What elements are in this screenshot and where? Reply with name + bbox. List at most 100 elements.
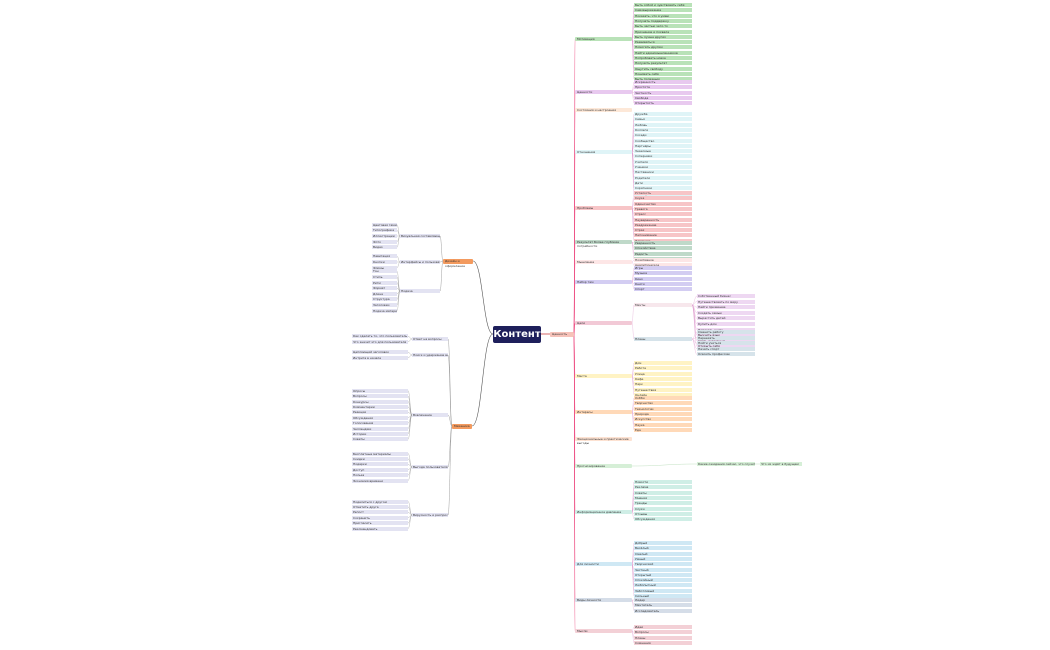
left-group-item[interactable]: Реакции <box>352 410 408 415</box>
left-group-node[interactable]: Ответ на вопросы <box>412 337 448 341</box>
left-group-node[interactable]: Подача <box>400 289 440 293</box>
category-item[interactable]: Развиваться <box>634 40 692 45</box>
category-node[interactable]: Отношения <box>575 150 632 154</box>
category-item[interactable]: Раздражение <box>634 222 692 227</box>
category-item[interactable]: Коллеги <box>634 127 692 132</box>
left-group-item[interactable]: Советы <box>352 437 408 442</box>
category-item[interactable]: Искренность <box>634 80 692 84</box>
category-item[interactable]: Спорт <box>634 287 692 292</box>
left-hub-design[interactable]: Дизайн и оформление <box>443 259 473 268</box>
category-item[interactable]: Новости <box>634 480 692 484</box>
category-node[interactable]: Набор тем <box>575 280 632 284</box>
category-item[interactable]: Самовыражение <box>634 8 692 13</box>
category-item[interactable]: Реклама <box>634 485 692 490</box>
category-item[interactable]: Лидер <box>634 598 692 602</box>
category-item[interactable]: Обсуждения <box>634 517 692 522</box>
category-item[interactable]: Музыка <box>634 271 692 276</box>
category-item[interactable]: Наставники <box>634 170 692 175</box>
left-group-item[interactable]: Тон <box>372 269 397 274</box>
category-item[interactable]: Кафе <box>634 376 692 381</box>
left-group-item[interactable]: Конкурсы <box>352 399 408 404</box>
goals-dream-item[interactable]: Вырастить детей <box>697 316 755 321</box>
category-item[interactable]: Вопросы <box>634 630 692 635</box>
category-item[interactable]: Спокойный <box>634 578 692 583</box>
forecast-tail[interactable]: Что их ждёт в будущем <box>760 462 802 466</box>
category-item[interactable]: Ощутить свободу <box>634 66 692 71</box>
category-item[interactable]: Получить результат <box>634 61 692 66</box>
category-item[interactable]: Соседи <box>634 133 692 138</box>
category-item[interactable]: Наука <box>634 422 692 427</box>
left-group-item[interactable]: Поделиться с другом <box>352 499 408 504</box>
category-item[interactable]: Еда <box>634 427 692 432</box>
goals-plan-item[interactable]: Сменить работу <box>697 330 755 334</box>
category-item[interactable]: Свобода <box>634 95 692 100</box>
category-node[interactable]: Прогнозирование <box>575 464 632 468</box>
left-group-item[interactable]: Цветовая гамма <box>372 222 397 227</box>
category-item[interactable]: Ученики <box>634 165 692 169</box>
category-item[interactable]: Усталость <box>634 191 692 195</box>
category-item[interactable]: Спокойствие <box>634 246 692 251</box>
category-item[interactable]: Хобби <box>634 396 692 400</box>
category-node[interactable]: Для личности <box>575 562 632 566</box>
category-item[interactable]: Неуверенность <box>634 217 692 222</box>
category-item[interactable]: Дружба <box>634 112 692 116</box>
category-item[interactable]: Идеи <box>634 625 692 629</box>
category-item[interactable]: Аналитическое <box>634 263 692 268</box>
category-item[interactable]: Дом <box>634 361 692 365</box>
left-group-node[interactable]: Интерфейсы и пользовательский опыт <box>400 260 440 264</box>
category-item[interactable]: Технологии <box>634 406 692 411</box>
category-item[interactable]: Смелый <box>634 551 692 556</box>
category-item[interactable]: Исследователь <box>634 608 692 613</box>
goals-dream-item[interactable]: Найти призвание <box>697 305 755 310</box>
left-group-item[interactable]: Длина <box>372 291 397 296</box>
category-item[interactable]: Скука <box>634 196 692 201</box>
category-item[interactable]: Умный <box>634 556 692 561</box>
category-item[interactable]: Давление <box>634 238 692 243</box>
left-group-item[interactable]: Типографика <box>372 228 397 233</box>
category-item[interactable]: Быть частью чего-то <box>634 24 692 29</box>
category-item[interactable]: Добрый <box>634 541 692 545</box>
category-item[interactable]: Игры <box>634 266 692 270</box>
category-item[interactable]: Быть полезным <box>634 77 692 82</box>
left-group-item[interactable]: Опросы <box>352 388 408 393</box>
category-item[interactable]: Честный <box>634 567 692 572</box>
left-group-item[interactable]: Рекомендовать <box>352 526 408 531</box>
left-group-item[interactable]: Что значит это для пользователя <box>352 339 408 344</box>
left-group-item[interactable]: Интрига в начале <box>352 355 408 360</box>
left-group-item[interactable]: Польза <box>352 473 408 478</box>
left-group-item[interactable]: Комментарии <box>352 404 408 409</box>
category-item[interactable]: Творчество <box>634 401 692 406</box>
category-item[interactable]: Найти единомышленников <box>634 50 692 55</box>
goals-plan-item[interactable]: Освоить профессию <box>697 352 755 357</box>
category-item[interactable]: Соперники <box>634 154 692 159</box>
forecast-note[interactable]: Какие ожидания сейчас, что случится даль… <box>697 462 755 466</box>
category-item[interactable]: Весёлый <box>634 546 692 551</box>
category-node[interactable]: Результат Более глубокие потребности <box>575 240 632 248</box>
left-group-node[interactable]: Вирусность и распространение <box>412 513 448 517</box>
category-node[interactable]: Эмоциональные и практические выгоды <box>575 437 632 445</box>
goals-dreams-node[interactable]: Мечты <box>634 303 692 307</box>
category-item[interactable]: Получать поддержку <box>634 18 692 23</box>
left-group-item[interactable]: Челленджи <box>352 426 408 431</box>
right-hub-node[interactable]: Ценность <box>550 332 574 337</box>
left-group-item[interactable]: Цепляющий заголовок <box>352 350 408 355</box>
left-group-item[interactable]: Стиль <box>372 275 397 279</box>
category-item[interactable]: Творческий <box>634 562 692 567</box>
category-item[interactable]: Советы <box>634 490 692 495</box>
goals-plans-node[interactable]: Планы <box>634 337 692 341</box>
category-item[interactable]: Планы <box>634 635 692 640</box>
goals-dream-item[interactable]: Стать известным <box>697 338 755 343</box>
category-item[interactable]: Заботливый <box>634 588 692 593</box>
goals-plan-item[interactable]: Пойти учиться <box>697 341 755 346</box>
category-item[interactable]: Простота <box>634 85 692 90</box>
category-item[interactable]: Книги <box>634 281 692 286</box>
left-group-item[interactable]: Иллюстрации <box>372 234 397 238</box>
category-item[interactable]: Открытый <box>634 572 692 577</box>
category-item[interactable]: Открытость <box>634 101 692 106</box>
category-item[interactable]: Кино <box>634 276 692 281</box>
category-item[interactable]: Парк <box>634 382 692 387</box>
left-group-item[interactable]: Ритм <box>372 280 397 285</box>
category-item[interactable]: Тревога <box>634 206 692 211</box>
left-group-item[interactable]: Пригласить <box>352 521 408 526</box>
category-item[interactable]: Искусство <box>634 417 692 422</box>
